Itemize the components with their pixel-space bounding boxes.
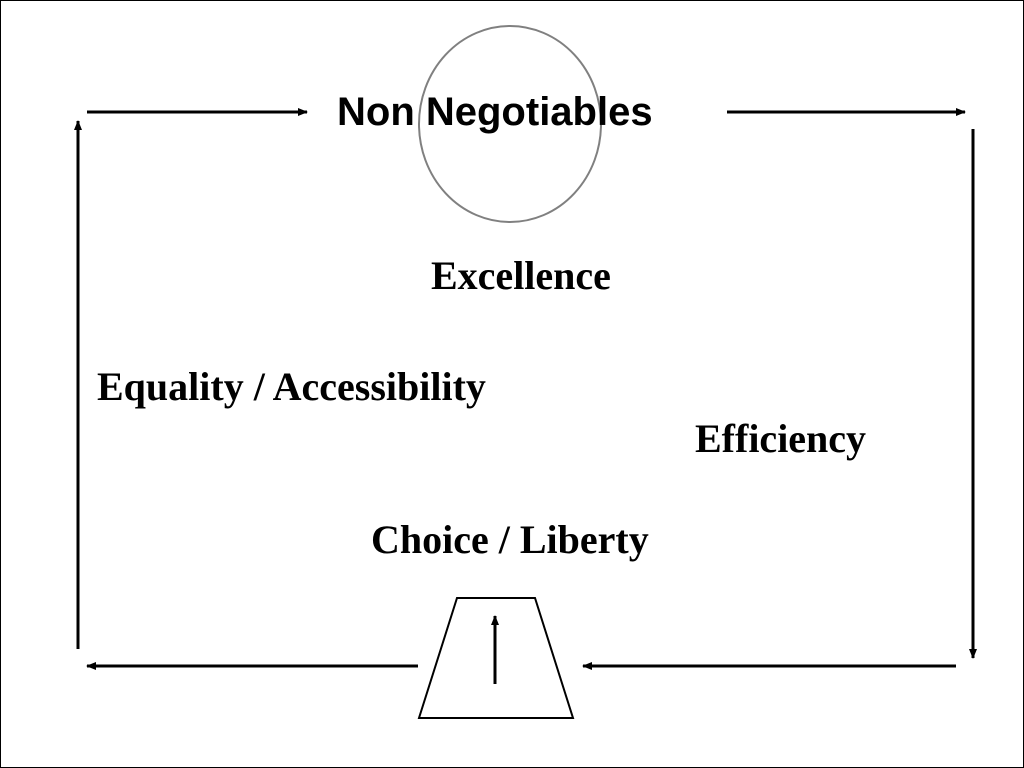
highlight-circle — [418, 25, 602, 223]
value-equality-accessibility: Equality / Accessibility — [97, 364, 486, 409]
value-choice-liberty: Choice / Liberty — [371, 517, 649, 562]
value-excellence: Excellence — [431, 253, 611, 298]
value-efficiency: Efficiency — [695, 416, 867, 461]
diagram-title: Non Negotiables — [337, 90, 653, 134]
